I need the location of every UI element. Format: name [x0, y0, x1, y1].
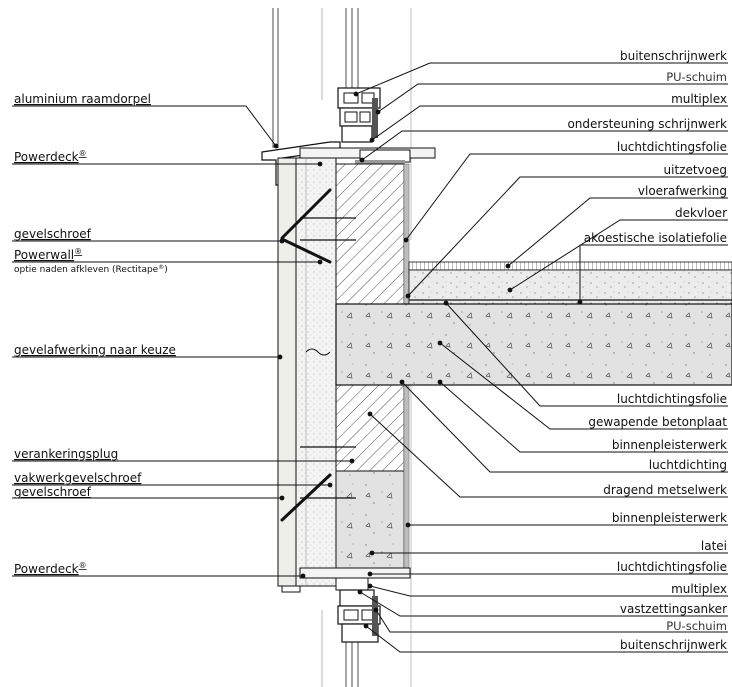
label-powerdeck-top: Powerdeck®	[14, 149, 87, 164]
label-buitenschrijnwerk-top: buitenschrijnwerk	[620, 49, 727, 63]
label-gevelafwerking: gevelafwerking naar keuze	[14, 343, 176, 357]
label-vakwerkgevelschroef: vakwerkgevelschroef	[14, 471, 142, 485]
label-gevelschroef-top: gevelschroef	[14, 227, 92, 241]
label-ondersteuning-schrijnwerk: ondersteuning schrijnwerk	[567, 117, 727, 131]
window-frame-bottom	[337, 589, 381, 643]
label-uitzetvoeg: uitzetvoeg	[664, 163, 727, 177]
label-buitenschrijnwerk-bottom: buitenschrijnwerk	[620, 638, 727, 652]
label-gewapende-betonplaat: gewapende betonplaat	[588, 415, 727, 429]
label-vloerafwerking: vloerafwerking	[638, 184, 727, 198]
label-pu-schuim-bottom: PU-schuim	[666, 619, 727, 633]
label-binnenpleisterwerk-bottom: binnenpleisterwerk	[612, 511, 727, 525]
label-powerwall-note: optie naden afkleven (Rectitape®)	[14, 264, 168, 275]
label-binnenpleisterwerk-top: binnenpleisterwerk	[612, 438, 727, 452]
labels-right: buitenschrijnwerk PU-schuim multiplex on…	[567, 49, 727, 652]
label-luchtdichting: luchtdichting	[649, 458, 727, 472]
label-powerwall: Powerwall®	[14, 247, 82, 262]
label-powerdeck-bottom: Powerdeck®	[14, 561, 87, 576]
label-luchtdichtingsfolie-top: luchtdichtingsfolie	[617, 140, 727, 154]
label-dragend-metselwerk: dragend metselwerk	[603, 483, 727, 497]
labels-left: aluminium raamdorpel Powerdeck® gevelsch…	[14, 92, 176, 576]
label-luchtdichtingsfolie-bottom: luchtdichtingsfolie	[617, 560, 727, 574]
label-aluminium-raamdorpel: aluminium raamdorpel	[14, 92, 151, 106]
label-pu-schuim-top: PU-schuim	[666, 70, 727, 84]
label-vastzettingsanker: vastzettingsanker	[620, 602, 727, 616]
label-akoestische-isolatiefolie: akoestische isolatiefolie	[584, 231, 727, 245]
geometry	[261, 8, 732, 687]
leaders-right	[353, 62, 728, 653]
window-frame-top	[337, 87, 381, 143]
label-latei: latei	[701, 539, 727, 553]
leaders-left	[12, 105, 355, 579]
label-gevelschroef-bottom: gevelschroef	[14, 485, 92, 499]
label-dekvloer: dekvloer	[675, 206, 727, 220]
label-multiplex-top: multiplex	[671, 92, 727, 106]
label-multiplex-bottom: multiplex	[671, 582, 727, 596]
label-luchtdichtingsfolie-mid: luchtdichtingsfolie	[617, 392, 727, 406]
label-verankeringsplug: verankeringsplug	[14, 447, 118, 461]
